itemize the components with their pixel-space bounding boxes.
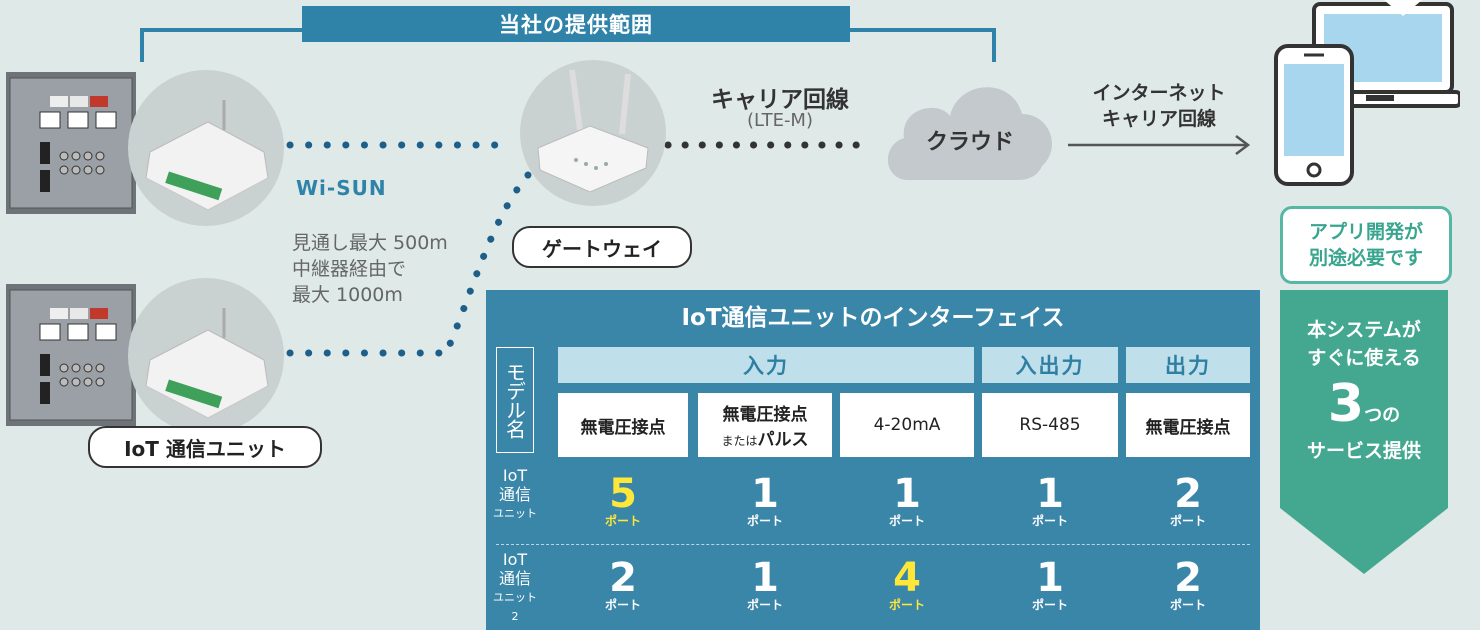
column-header-1: 無電圧接点 — [558, 393, 688, 457]
internet-label-line2: キャリア回線 — [1101, 108, 1216, 130]
row-1-name: IoT 通信 ユニット — [492, 466, 538, 523]
service-banner-arrow — [1280, 290, 1448, 574]
app-badge-line2: 別途必要です — [1308, 247, 1423, 269]
service-line3: サービス提供 — [1306, 440, 1421, 462]
column-1-label: 無電圧接点 — [580, 417, 666, 438]
column-4-label: RS-485 — [1019, 415, 1081, 435]
app-development-badge: アプリ開発が 別途必要です — [1280, 206, 1452, 284]
column-header-5: 無電圧接点 — [1126, 393, 1250, 457]
group-header-inout: 入出力 — [982, 347, 1118, 383]
row-separator — [496, 544, 1250, 545]
service-suffix: つの — [1364, 405, 1401, 426]
column-3-label: 4-20mA — [873, 415, 941, 435]
wisun-label: Wi-SUN — [296, 176, 387, 200]
interface-table: IoT通信ユニットのインターフェイス モデル名 入力 入出力 出力 無電圧接点 … — [486, 290, 1260, 630]
group-header-input: 入力 — [558, 347, 974, 383]
smartphone-icon — [1274, 44, 1354, 186]
app-badge-line1: アプリ開発が — [1308, 221, 1423, 243]
column-2-or: または — [721, 434, 758, 448]
scope-title: 当社の提供範囲 — [302, 6, 850, 42]
cloud-icon — [887, 87, 1052, 180]
model-name-header: モデル名 — [496, 347, 534, 453]
interface-title: IoT通信ユニットのインターフェイス — [681, 305, 1065, 331]
column-2-label: 無電圧接点 — [722, 405, 808, 425]
control-panel-icon-2 — [6, 284, 136, 426]
row-2-name-line3: ユニット2 — [493, 591, 537, 623]
carrier-title: キャリア回線 — [711, 87, 849, 113]
control-panel-icon-1 — [6, 72, 136, 214]
cloud-label: クラウド — [925, 130, 1014, 155]
row-1-name-line1: IoT — [502, 466, 528, 485]
service-number: 3 — [1327, 374, 1365, 434]
column-header-3: 4-20mA — [840, 393, 974, 457]
wisun-range-line3: 最大 1000m — [292, 284, 403, 306]
column-header-2: 無電圧接点 またはパルス — [698, 393, 832, 457]
iot-unit-label: IoT 通信ユニット — [88, 426, 322, 468]
row-2-name: IoT 通信 ユニット2 — [492, 550, 538, 626]
service-line2: すぐに使える — [1307, 347, 1421, 369]
wisun-range-line2: 中継器経由で — [292, 258, 407, 280]
column-header-4: RS-485 — [982, 393, 1118, 457]
row-2-name-line2: 通信 — [498, 569, 531, 588]
row-1-name-line3: ユニット — [493, 507, 537, 520]
triangle-marker-icon — [1384, 0, 1422, 16]
wisun-range-line1: 見通し最大 500m — [292, 232, 448, 254]
gateway-device — [520, 60, 666, 206]
group-header-output: 出力 — [1126, 347, 1250, 383]
column-5-label: 無電圧接点 — [1145, 417, 1231, 438]
iot-unit-device-2 — [128, 278, 284, 434]
carrier-sub: (LTE-M) — [747, 110, 813, 131]
service-line1: 本システムが — [1307, 319, 1421, 341]
iot-unit-device-1 — [128, 70, 284, 226]
row-1-name-line2: 通信 — [498, 485, 531, 504]
row-2-name-line1: IoT — [502, 550, 528, 569]
internet-label-line1: インターネット — [1092, 82, 1226, 104]
gateway-label: ゲートウェイ — [512, 226, 692, 268]
service-banner-text: 本システムが すぐに使える 3つの サービス提供 — [1280, 290, 1448, 463]
column-2-pulse: パルス — [757, 430, 809, 450]
